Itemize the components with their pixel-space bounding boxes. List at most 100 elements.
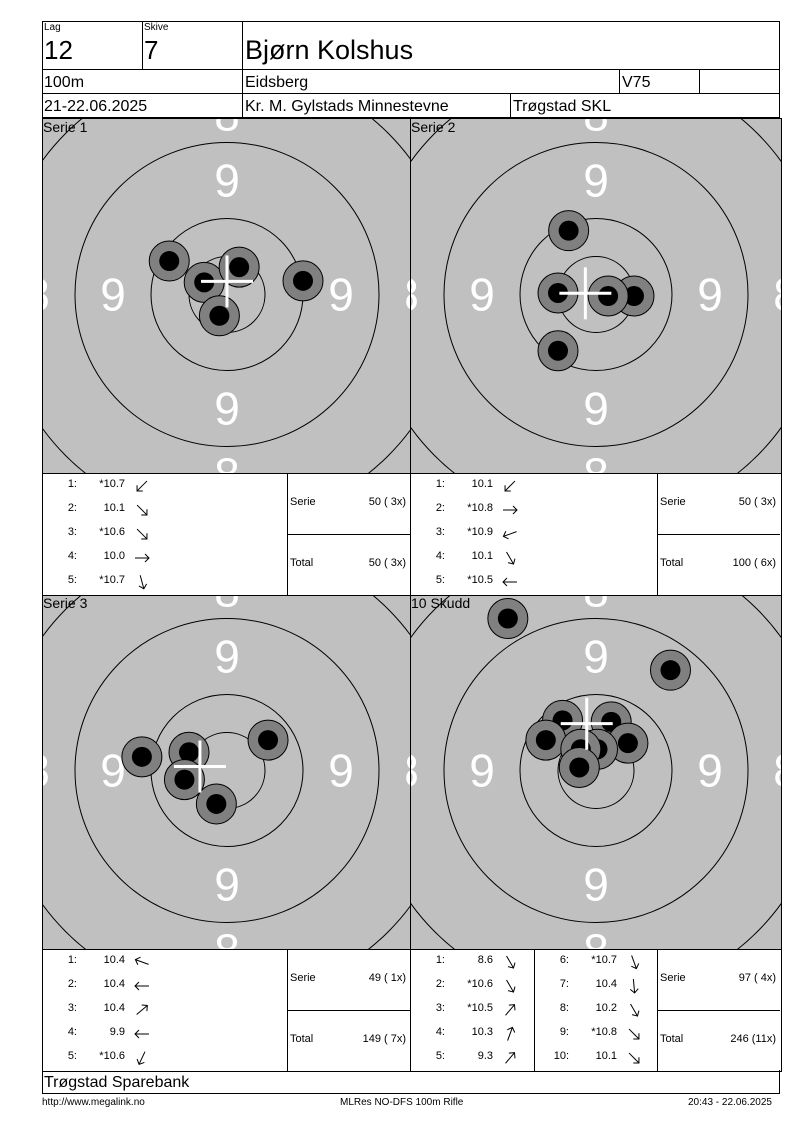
shot-value: 10.3 — [471, 1026, 493, 1038]
header-col-line-5 — [510, 93, 511, 118]
ring-number-9: 9 — [697, 745, 723, 797]
total-label: Total — [660, 557, 684, 569]
panel-title: 10 Skudd — [411, 595, 471, 611]
ring-number-8: 8 — [404, 745, 411, 797]
serie-label: Serie — [660, 972, 686, 984]
serie-label: Serie — [290, 972, 316, 984]
shot-value: *10.5 — [467, 574, 493, 586]
shot-row: 1: *10.7 — [43, 478, 163, 494]
shot-value: 9.3 — [477, 1050, 493, 1062]
shot-direction-arrow-icon — [503, 505, 518, 515]
shot-row: 1:10.4 — [43, 954, 163, 970]
skive-value: 7 — [144, 35, 159, 65]
shot-row: 3:*10.5 — [411, 1002, 531, 1018]
shot-number: 1: — [435, 478, 445, 490]
shot-row: 2:*10.6 — [411, 978, 531, 994]
shot-value: 10.1 — [471, 550, 493, 562]
shot-direction-arrow-icon — [136, 480, 148, 492]
ring-number-8: 8 — [583, 595, 609, 617]
ring-number-8: 8 — [214, 449, 240, 475]
shot-direction — [625, 978, 645, 994]
target-svg: 99998888 — [411, 595, 781, 950]
shot-hole — [229, 257, 250, 278]
shot-row: 3:*10.6 — [43, 526, 163, 542]
target-ring — [74, 142, 380, 447]
shot-number: 4: — [435, 550, 445, 562]
shot-direction-arrow-icon — [136, 528, 148, 540]
shot-direction-arrow-icon — [506, 979, 516, 993]
shot-value: 10.2 — [595, 1002, 617, 1014]
shot-number: 9: — [559, 1026, 569, 1038]
shot-number: 8: — [559, 1002, 569, 1014]
total-value: 50 ( 3x) — [368, 557, 406, 569]
shot-row: 10:10.1 — [535, 1050, 655, 1066]
ring-number-8: 8 — [43, 745, 50, 797]
shot-direction-arrow-icon — [506, 551, 516, 565]
footer-timestamp: 20:43 - 22.06.2025 — [688, 1097, 772, 1108]
shot-hole — [209, 305, 230, 326]
ring-number-8: 8 — [411, 745, 419, 797]
shot-direction-arrow-icon — [502, 577, 517, 587]
shot-direction-arrow-icon — [507, 1026, 516, 1041]
shot-hole — [497, 608, 518, 629]
shot-row: 9: *10.8 — [535, 1026, 655, 1042]
target-ring — [519, 694, 673, 847]
shot-value: *10.8 — [467, 502, 493, 514]
ring-number-9: 9 — [469, 745, 495, 797]
shot-row: 1:10.1 — [411, 478, 531, 494]
shot-direction — [625, 954, 645, 970]
shot-number: 5: — [435, 574, 445, 586]
shot-direction — [501, 1026, 521, 1042]
ring-number-9: 9 — [100, 269, 126, 321]
header-col-line-1 — [142, 21, 143, 69]
ring-number-9: 9 — [214, 631, 240, 683]
shot-direction-arrow-icon — [506, 955, 516, 969]
shot-direction — [133, 526, 153, 542]
shot-hole — [624, 286, 644, 307]
shot-number: 3: — [435, 526, 445, 538]
ring-number-9: 9 — [697, 269, 723, 321]
shot-row: 7:10.4 — [535, 978, 655, 994]
shot-direction — [625, 1002, 645, 1018]
serie-value: 97 ( 4x) — [738, 972, 776, 984]
shot-number: 5: — [67, 1050, 77, 1062]
shot-direction — [133, 1002, 153, 1018]
shot-direction-arrow-icon — [134, 956, 149, 965]
shot-value: *10.8 — [591, 1026, 617, 1038]
shot-hole — [206, 793, 227, 814]
ring-number-9: 9 — [583, 383, 609, 435]
shot-value: 10.4 — [595, 978, 617, 990]
shot-hole — [569, 757, 590, 778]
shot-number: 4: — [67, 550, 77, 562]
sponsor: Trøgstad Sparebank — [44, 1074, 190, 1091]
ring-number-8: 8 — [214, 925, 240, 951]
shot-hole — [548, 340, 568, 361]
target-panel-serie-1: 99998888Serie 1 — [42, 118, 412, 475]
shot-hole — [617, 733, 638, 754]
ring-number-9: 9 — [328, 269, 354, 321]
ring-number-8: 8 — [411, 269, 419, 321]
serie-value: 50 ( 3x) — [368, 496, 406, 508]
shot-direction — [501, 478, 521, 494]
footer-url[interactable]: http://www.megalink.no — [42, 1097, 145, 1108]
shot-number: 1: — [67, 478, 77, 490]
serie-summary-row: Serie 97 ( 4x) — [658, 950, 780, 1010]
shot-direction — [501, 502, 521, 518]
total-value: 149 ( 7x) — [362, 1033, 406, 1045]
shooter-name: Bjørn Kolshus — [245, 35, 414, 65]
shot-direction-arrow-icon — [505, 1052, 516, 1064]
ring-number-9: 9 — [469, 269, 495, 321]
shot-direction-arrow-icon — [505, 1004, 516, 1016]
shot-row: 2:10.1 — [43, 502, 163, 518]
shot-value: *10.7 — [99, 478, 125, 490]
distance: 100m — [44, 74, 85, 91]
shot-direction-arrow-icon — [136, 1004, 148, 1015]
